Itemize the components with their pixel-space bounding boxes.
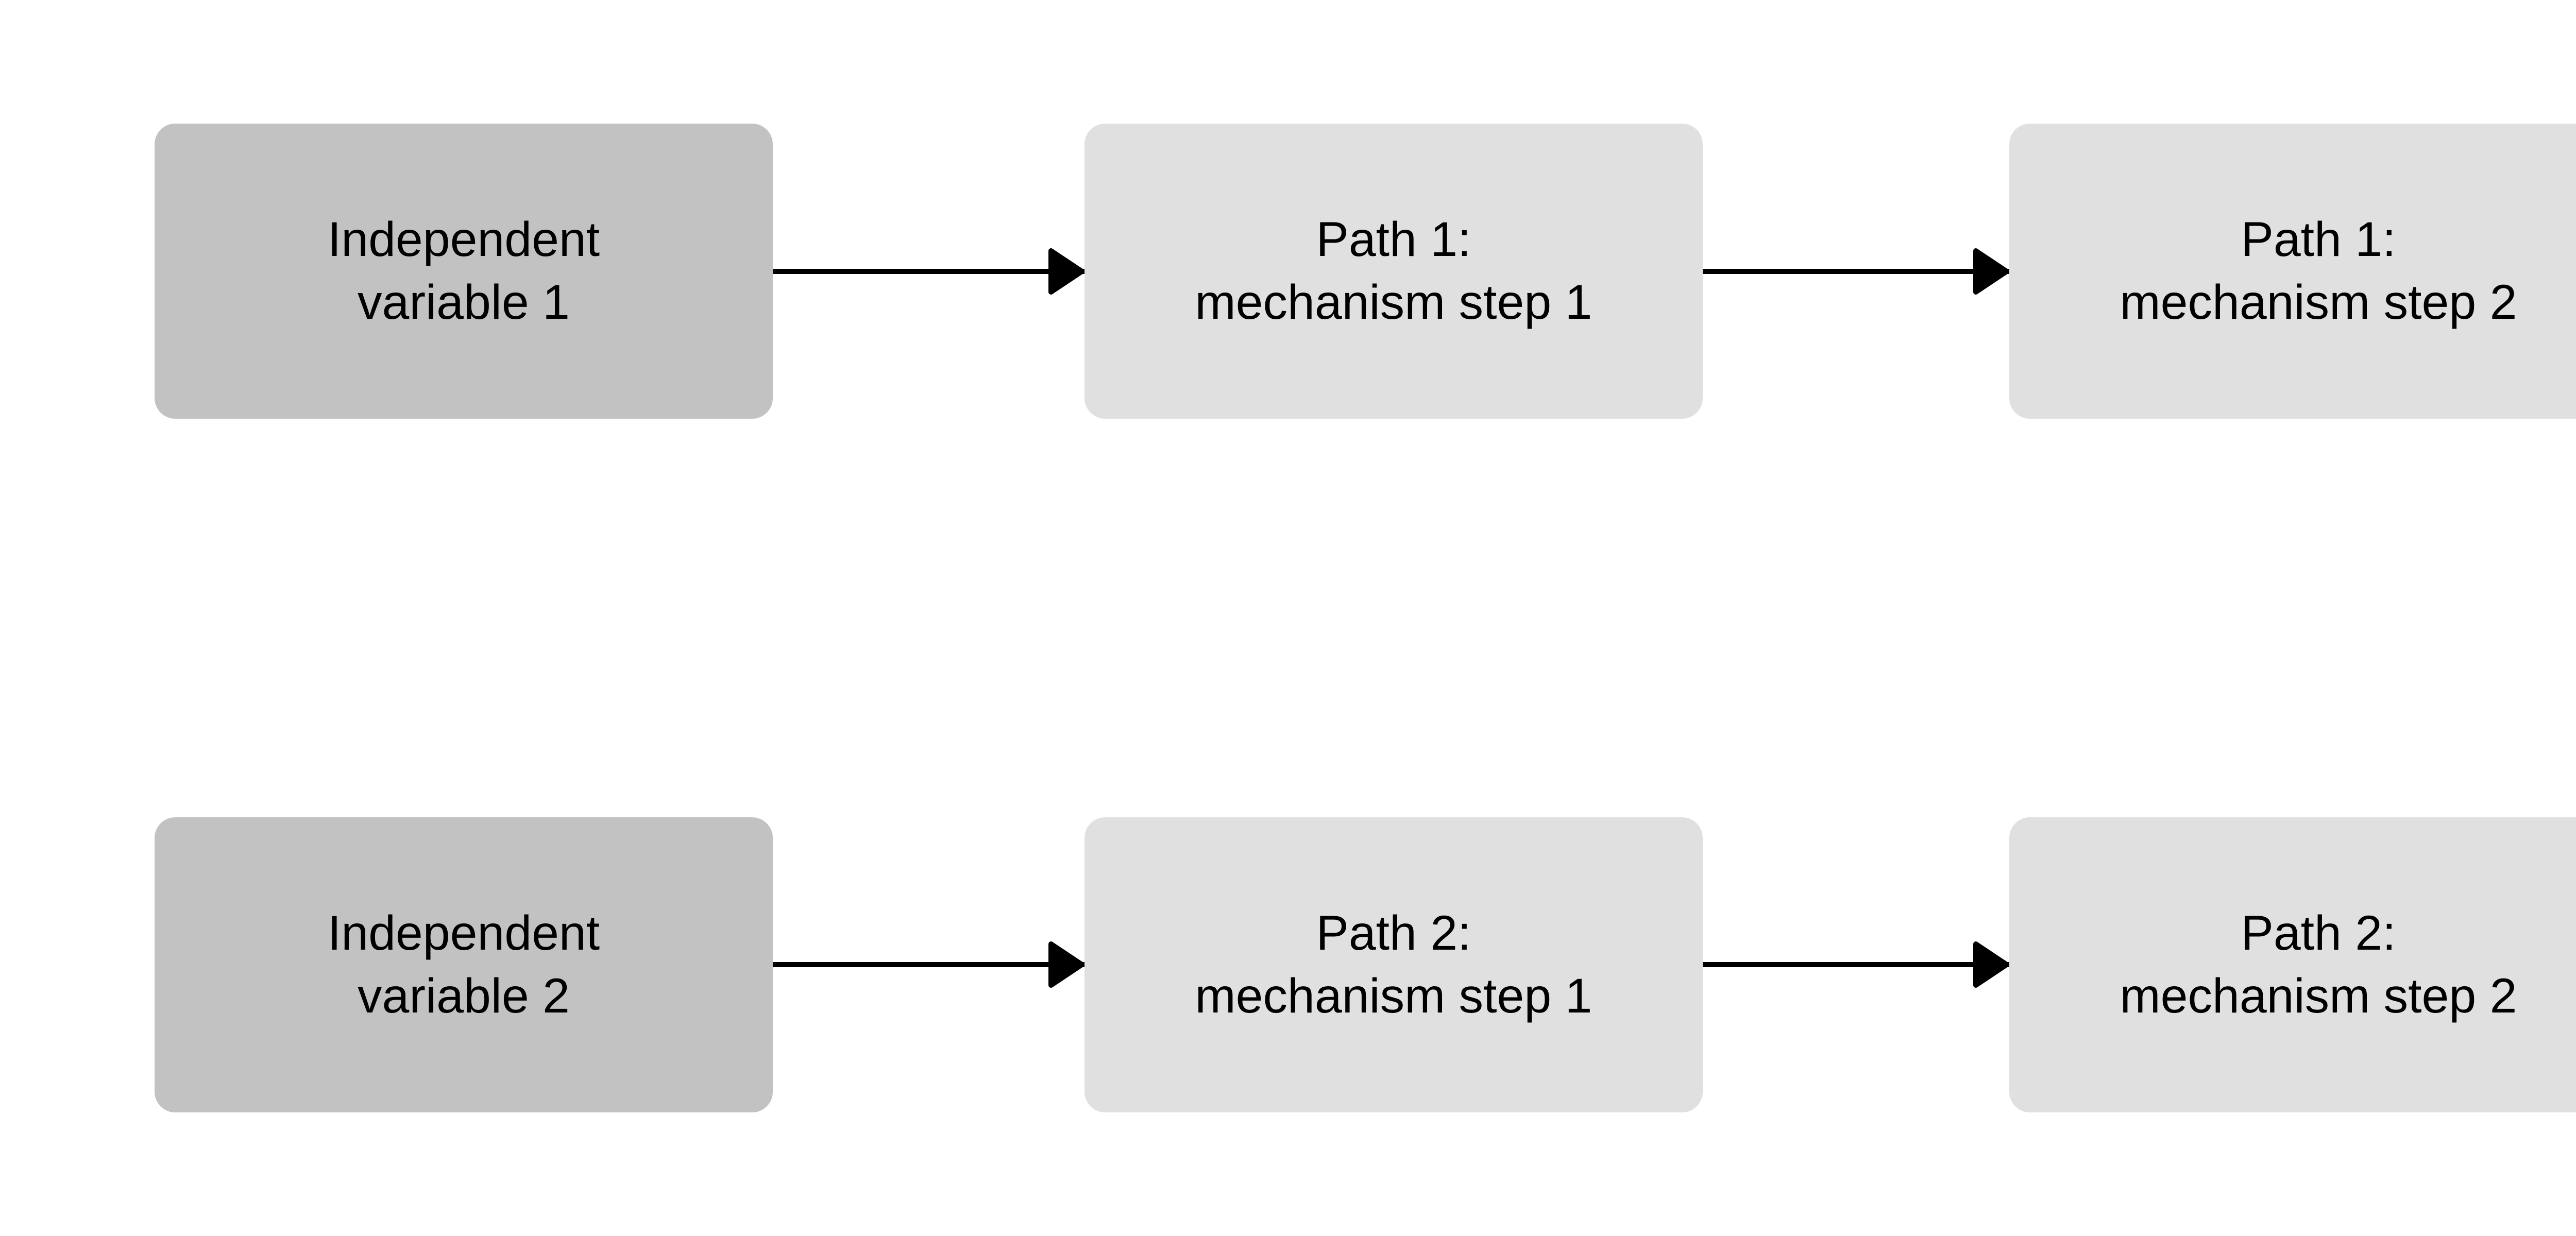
node-label-line: mechanism step 2 <box>2120 274 2517 330</box>
node-label-line: Path 2: <box>2241 905 2396 960</box>
node-label-line: Path 1: <box>2241 212 2396 267</box>
node-label-line: variable 1 <box>358 274 570 330</box>
node-label-line: Path 1: <box>1316 212 1471 267</box>
node-independent-variable-1: Independent variable 1 <box>155 124 773 419</box>
node-label-line: variable 2 <box>358 968 570 1023</box>
node-label-line: mechanism step 1 <box>1195 968 1592 1023</box>
node-label-line: Independent <box>327 905 600 960</box>
node-label-line: Independent <box>327 212 600 267</box>
node-label-line: Path 2: <box>1316 905 1471 960</box>
node-path1-mechanism-step-1: Path 1: mechanism step 1 <box>1084 124 1703 419</box>
node-independent-variable-2: Independent variable 2 <box>155 817 773 1112</box>
node-path2-mechanism-step-1: Path 2: mechanism step 1 <box>1084 817 1703 1112</box>
node-path2-mechanism-step-2: Path 2: mechanism step 2 <box>2009 817 2576 1112</box>
node-label-line: mechanism step 2 <box>2120 968 2517 1023</box>
node-path1-mechanism-step-2: Path 1: mechanism step 2 <box>2009 124 2576 419</box>
node-label-line: mechanism step 1 <box>1195 274 1592 330</box>
